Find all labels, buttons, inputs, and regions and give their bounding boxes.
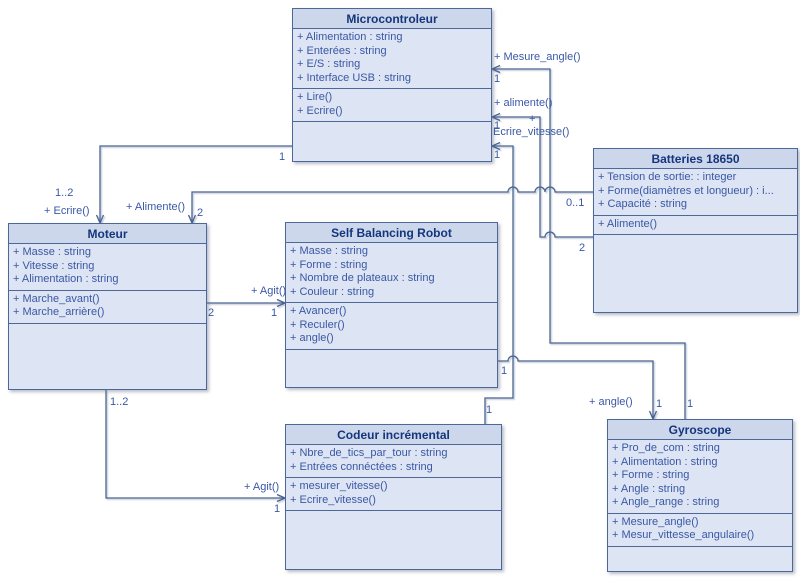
method-row: + Lire() bbox=[297, 91, 333, 103]
class-attributes-compartment: + Masse : string+ Vitesse : string+ Alim… bbox=[9, 244, 206, 291]
method-row: + angle() bbox=[290, 332, 334, 344]
attribute-row: + E/S : string bbox=[297, 58, 361, 70]
attribute-row: + Pro_de_com : string bbox=[612, 442, 720, 454]
edge-label-agit-robot: + Agit() bbox=[251, 285, 287, 297]
class-methods-compartment: + mesurer_vitesse()+ Ecrire_vitesse() bbox=[286, 478, 501, 511]
attribute-row: + Capacité : string bbox=[598, 198, 687, 210]
method-row: + Mesure_angle() bbox=[612, 515, 699, 528]
class-attributes-compartment: + Nbre_de_tics_par_tour : string+ Entrée… bbox=[286, 445, 501, 478]
attribute-row: + Nbre_de_tics_par_tour : string bbox=[290, 447, 448, 459]
association-angle bbox=[498, 355, 654, 419]
empty-compartment bbox=[293, 122, 491, 161]
edge-label-alimente-microcontroleur: 1 bbox=[494, 120, 501, 132]
edge-label-alimente-microcontroleur: 2 bbox=[579, 242, 586, 254]
edge-label-angle: + angle() bbox=[589, 396, 633, 408]
class-gyroscope[interactable]: Gyroscope+ Pro_de_com : string+ Alimenta… bbox=[607, 419, 793, 572]
edge-label-alimente-microcontroleur: + alimente() bbox=[494, 97, 553, 109]
method-row: + Avancer() bbox=[290, 305, 347, 317]
empty-compartment bbox=[9, 324, 206, 390]
edge-label-ecrire-vitesse: 1 bbox=[486, 404, 493, 416]
attribute-row: + Alimentation : string bbox=[612, 455, 718, 468]
empty-compartment bbox=[594, 235, 797, 312]
attribute-row: + Tension de sortie: : integer bbox=[598, 171, 737, 183]
association-agit-codeur bbox=[105, 390, 285, 499]
method-row: + Alimente() bbox=[598, 217, 657, 230]
attribute-row: + Forme(diamètres et longueur) : i... bbox=[598, 184, 774, 197]
class-methods-compartment: + Mesure_angle()+ Mesur_vittesse_angulai… bbox=[608, 514, 792, 547]
edge-label-agit-codeur: 1 bbox=[274, 503, 281, 515]
class-attributes-compartment: + Tension de sortie: : integer+ Forme(di… bbox=[594, 169, 797, 216]
method-row: + Marche_arrière() bbox=[13, 306, 105, 318]
association-alimente-microcontroleur bbox=[492, 116, 593, 238]
class-title: Codeur incrémental bbox=[286, 425, 501, 445]
attribute-row: + Angle : string bbox=[612, 482, 686, 495]
attribute-row: + Masse : string bbox=[13, 246, 91, 258]
empty-compartment bbox=[286, 350, 497, 388]
class-codeur-incremental[interactable]: Codeur incrémental+ Nbre_de_tics_par_tou… bbox=[285, 424, 502, 570]
class-title: Self Balancing Robot bbox=[286, 223, 497, 243]
class-methods-compartment: + Alimente() bbox=[594, 216, 797, 235]
attribute-row: + Nombre de plateaux : string bbox=[290, 272, 435, 284]
class-moteur[interactable]: Moteur+ Masse : string+ Vitesse : string… bbox=[8, 223, 207, 390]
edge-label-angle: 1 bbox=[501, 365, 508, 377]
method-row: + Marche_avant() bbox=[13, 292, 100, 305]
edge-label-agit-robot: 1 bbox=[271, 307, 278, 319]
edge-label-mesure-angle: 1 bbox=[687, 398, 694, 410]
arrowhead-icon bbox=[490, 112, 501, 122]
class-self-balancing-robot[interactable]: Self Balancing Robot+ Masse : string+ Fo… bbox=[285, 222, 498, 388]
class-microcontroleur[interactable]: Microcontroleur+ Alimentation : string+ … bbox=[292, 8, 492, 162]
edge-label-ecrire-vitesse: 1 bbox=[494, 149, 501, 161]
edge-label-agit-codeur: + Agit() bbox=[244, 481, 280, 493]
attribute-row: + Enterées : string bbox=[297, 44, 387, 57]
edge-label-ecrire: 1..2 bbox=[55, 187, 74, 199]
edge-label-angle: 1 bbox=[656, 398, 663, 410]
arrowhead-icon bbox=[490, 64, 501, 74]
attribute-row: + Interface USB : string bbox=[297, 71, 412, 84]
method-row: + Ecrire() bbox=[297, 104, 343, 117]
attribute-row: + Couleur : string bbox=[290, 285, 375, 298]
method-row: + Ecrire_vitesse() bbox=[290, 493, 376, 506]
class-title: Moteur bbox=[9, 224, 206, 244]
association-mesure-angle bbox=[492, 68, 686, 419]
class-attributes-compartment: + Pro_de_com : string+ Alimentation : st… bbox=[608, 440, 792, 514]
method-row: + mesurer_vitesse() bbox=[290, 480, 388, 492]
attribute-row: + Vitesse : string bbox=[13, 259, 95, 272]
method-row: + Reculer() bbox=[290, 318, 345, 331]
class-methods-compartment: + Marche_avant()+ Marche_arrière() bbox=[9, 291, 206, 324]
attribute-row: + Alimentation : string bbox=[297, 31, 403, 43]
empty-compartment bbox=[608, 547, 792, 572]
edge-label-mesure-angle: 1 bbox=[494, 73, 501, 85]
attribute-row: + Alimentation : string bbox=[13, 273, 119, 285]
attribute-row: + Forme : string bbox=[612, 469, 690, 481]
class-attributes-compartment: + Masse : string+ Forme : string+ Nombre… bbox=[286, 243, 497, 303]
association-ecrire bbox=[99, 145, 292, 223]
edge-label-ecrire-vitesse: Ecrire_vitesse() bbox=[493, 126, 570, 138]
attribute-row: + Angle_range : string bbox=[612, 496, 720, 508]
class-batteries-18650[interactable]: Batteries 18650+ Tension de sortie: : in… bbox=[593, 148, 798, 313]
edge-label-alimente-moteur: 0..1 bbox=[566, 197, 585, 209]
edge-label-agit-codeur: 1..2 bbox=[110, 396, 129, 408]
association-alimente-moteur bbox=[191, 186, 593, 223]
edge-label-alimente-moteur: 2 bbox=[197, 207, 204, 219]
edge-label-mesure-angle: + Mesure_angle() bbox=[494, 51, 581, 63]
arrowhead-icon bbox=[490, 141, 501, 151]
empty-compartment bbox=[286, 511, 501, 569]
edge-label-ecrire: 1 bbox=[279, 151, 286, 163]
edge-label-agit-robot: 2 bbox=[208, 307, 215, 319]
edge-label-alimente-moteur: + Alimente() bbox=[126, 201, 185, 213]
method-row: + Mesur_vittesse_angulaire() bbox=[612, 529, 755, 541]
class-title: Batteries 18650 bbox=[594, 149, 797, 169]
class-methods-compartment: + Lire()+ Ecrire() bbox=[293, 89, 491, 122]
class-methods-compartment: + Avancer()+ Reculer()+ angle() bbox=[286, 303, 497, 350]
class-title: Gyroscope bbox=[608, 420, 792, 440]
attribute-row: + Entrées connéctées : string bbox=[290, 460, 433, 473]
attribute-row: + Forme : string bbox=[290, 258, 368, 271]
class-title: Microcontroleur bbox=[293, 9, 491, 29]
attribute-row: + Masse : string bbox=[290, 245, 368, 257]
class-attributes-compartment: + Alimentation : string+ Enterées : stri… bbox=[293, 29, 491, 89]
edge-label-ecrire: + Ecrire() bbox=[44, 205, 90, 217]
association-ecrire-vitesse bbox=[484, 145, 514, 424]
edge-label-ecrire-vitesse: + bbox=[529, 113, 536, 125]
